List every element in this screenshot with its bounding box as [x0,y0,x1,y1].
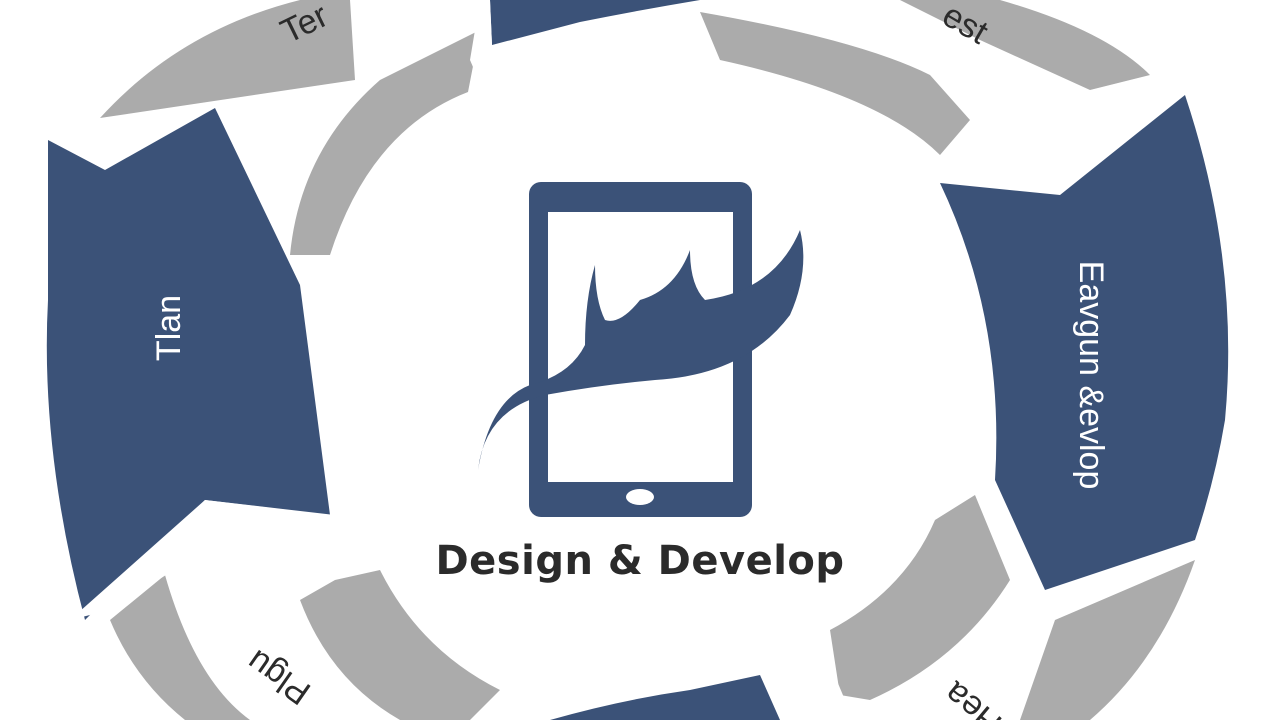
segment-left-plan [46,108,331,620]
inner-arrow-lower-left [300,570,500,720]
outer-ring-top-right [700,0,1150,90]
center-title: Design & Develop [435,538,845,584]
segment-right-design [940,95,1229,590]
chevron-separator-bottom-right [800,612,845,700]
chevron-separator-left-bottom [70,500,378,620]
outer-ring-top-left [100,0,355,118]
segment-label-bottom-right: Hea [937,674,1009,720]
segment-label-left: Tlan [150,295,188,361]
outer-ring-bottom-left [110,575,250,720]
inner-arrow-lower-right [830,495,1010,700]
inner-arrow-upper-right [700,12,970,155]
segment-label-bottom-left: Plgu [240,642,318,712]
segment-bottom [550,675,780,720]
segment-label-right: Eavgun &evlop [1072,261,1110,490]
inner-arrow-upper-left [290,30,480,255]
outer-ring-bottom-right [1020,560,1195,720]
segment-top [490,0,700,45]
chevron-separator-top [470,0,492,95]
tablet-with-flame-icon [478,182,804,517]
